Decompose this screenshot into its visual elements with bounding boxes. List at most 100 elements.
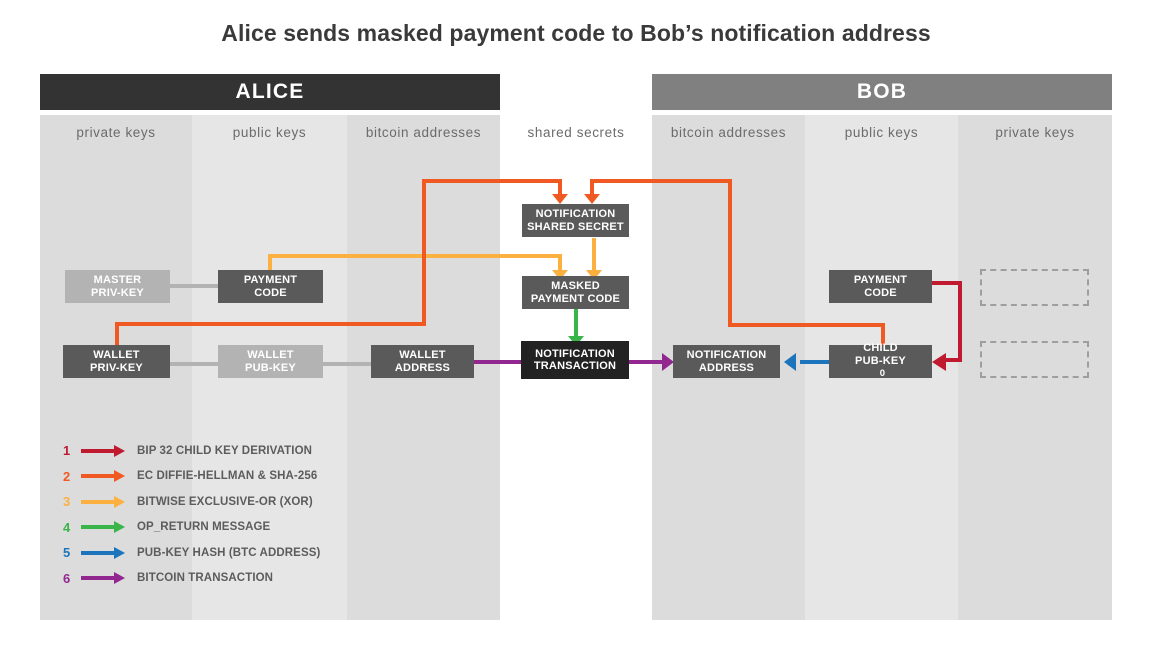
column-header-alice-bitcoin-addresses: bitcoin addresses xyxy=(365,125,482,140)
btctx-notification-tx-to-address-run xyxy=(629,360,665,364)
node-child-pub-key-line1: CHILD xyxy=(863,342,898,355)
edh-bob-drop xyxy=(590,179,594,196)
node-notification-shared-secret[interactable]: NOTIFICATION SHARED SECRET xyxy=(522,204,629,237)
pubkeyhash-arrowhead xyxy=(784,353,796,371)
legend-number-1: 1 xyxy=(63,443,71,459)
column-header-bob-public-keys: public keys xyxy=(844,125,919,140)
legend-arrow-pubkeyhash-icon xyxy=(81,546,129,559)
xor-shared-secret-arrowhead xyxy=(586,270,602,280)
column-header-alice-private-keys: private keys xyxy=(76,125,156,140)
xor-payment-code-riser xyxy=(268,254,272,270)
legend-label-4: OP_RETURN MESSAGE xyxy=(137,521,271,534)
xor-payment-code-run xyxy=(268,254,562,258)
edh-alice-run xyxy=(115,322,426,326)
column-header-shared-secrets: shared secrets xyxy=(527,125,625,140)
page-title: Alice sends masked payment code to Bob’s… xyxy=(221,20,931,46)
node-notification-transaction[interactable]: NOTIFICATION TRANSACTION xyxy=(521,341,629,379)
legend-label-3: BITWISE EXCLUSIVE-OR (XOR) xyxy=(137,495,313,508)
legend-row-pubkeyhash: 5 PUB-KEY HASH (BTC ADDRESS) xyxy=(63,540,320,566)
legend-arrow-bitcointx-icon xyxy=(81,572,129,585)
node-wallet-pub-key-line2: PUB-KEY xyxy=(245,361,296,374)
node-alice-payment-code-line2: CODE xyxy=(254,286,287,299)
node-wallet-priv-key-line1: WALLET xyxy=(93,349,140,361)
node-master-priv-key-line2: PRIV-KEY xyxy=(91,286,144,299)
xor-payment-code-drop xyxy=(558,254,562,272)
node-masked-payment-code[interactable]: MASKED PAYMENT CODE xyxy=(522,276,629,309)
edh-bob-riser xyxy=(881,323,885,346)
node-notification-address[interactable]: NOTIFICATION ADDRESS xyxy=(673,345,780,378)
legend-number-2: 2 xyxy=(63,468,71,484)
node-alice-payment-code-line1: PAYMENT xyxy=(243,274,298,286)
node-wallet-priv-key[interactable]: WALLET PRIV-KEY xyxy=(63,345,170,378)
node-ghost-priv-key-top xyxy=(980,269,1089,306)
node-masked-payment-code-line1: MASKED xyxy=(551,280,600,292)
node-notification-address-line1: NOTIFICATION xyxy=(686,349,767,361)
column-band-bob-private-keys xyxy=(958,115,1112,620)
edh-alice-drop xyxy=(558,179,562,196)
node-wallet-priv-key-line2: PRIV-KEY xyxy=(90,361,143,374)
legend: 1 BIP 32 CHILD KEY DERIVATION 2 EC DIFFI… xyxy=(63,438,320,591)
legend-label-1: BIP 32 CHILD KEY DERIVATION xyxy=(137,444,313,457)
node-wallet-pub-key[interactable]: WALLET PUB-KEY xyxy=(218,345,323,378)
opreturn-drop xyxy=(574,308,578,338)
node-wallet-pub-key-line1: WALLET xyxy=(247,349,294,361)
legend-arrow-ecdh-icon xyxy=(81,470,129,483)
node-bob-payment-code-line2: CODE xyxy=(864,286,897,299)
node-master-priv-key[interactable]: MASTER PRIV-KEY xyxy=(65,270,170,303)
legend-row-opreturn: 4 OP_RETURN MESSAGE xyxy=(63,515,320,541)
legend-arrow-bip32-icon xyxy=(81,444,129,457)
node-notification-transaction-line1: NOTIFICATION xyxy=(535,347,615,360)
node-bob-payment-code-line1: PAYMENT xyxy=(853,274,908,286)
edh-alice-arrowhead xyxy=(552,194,568,204)
party-banner-alice: ALICE xyxy=(40,74,500,110)
node-child-pub-key-index: 0 xyxy=(879,368,886,380)
column-header-alice-public-keys: public keys xyxy=(232,125,307,140)
legend-label-5: PUB-KEY HASH (BTC ADDRESS) xyxy=(137,546,321,559)
node-master-priv-key-line1: MASTER xyxy=(93,274,142,286)
node-bob-payment-code[interactable]: PAYMENT CODE xyxy=(829,270,932,303)
legend-row-bip32: 1 BIP 32 CHILD KEY DERIVATION xyxy=(63,438,320,464)
edh-alice-column xyxy=(422,179,426,326)
xor-payment-code-arrowhead xyxy=(552,270,568,280)
edh-bob-arrowhead xyxy=(584,194,600,204)
party-banner-bob: BOB xyxy=(652,74,1112,110)
bip32-column xyxy=(958,281,962,362)
legend-number-3: 3 xyxy=(63,494,71,510)
bip32-bottom-run xyxy=(946,358,962,362)
node-wallet-address-line2: ADDRESS xyxy=(394,361,451,374)
edh-alice-riser xyxy=(115,322,119,346)
legend-arrow-opreturn-icon xyxy=(81,521,129,534)
legend-number-4: 4 xyxy=(63,519,71,535)
node-alice-payment-code[interactable]: PAYMENT CODE xyxy=(218,270,323,303)
node-masked-payment-code-line2: PAYMENT CODE xyxy=(530,292,621,305)
column-header-bob-bitcoin-addresses: bitcoin addresses xyxy=(670,125,787,140)
legend-row-ecdh: 2 EC DIFFIE-HELLMAN & SHA-256 xyxy=(63,464,320,490)
node-wallet-address-line1: WALLET xyxy=(399,349,446,361)
legend-label-6: BITCOIN TRANSACTION xyxy=(137,572,274,585)
pubkeyhash-run xyxy=(800,360,832,364)
link-wallet-pub-to-wallet-address xyxy=(323,362,373,366)
node-notification-shared-secret-line1: NOTIFICATION xyxy=(535,208,616,220)
xor-shared-secret-drop xyxy=(592,238,596,272)
bip32-top-run xyxy=(932,281,962,285)
legend-number-5: 5 xyxy=(63,545,71,561)
node-notification-transaction-line2: TRANSACTION xyxy=(533,360,617,372)
legend-arrow-xor-icon xyxy=(81,495,129,508)
btctx-wallet-address-to-notification-tx xyxy=(474,360,522,364)
column-header-bob-private-keys: private keys xyxy=(995,125,1075,140)
btctx-arrowhead xyxy=(662,353,674,371)
legend-number-6: 6 xyxy=(63,570,71,586)
node-notification-address-line2: ADDRESS xyxy=(698,361,755,374)
legend-label-2: EC DIFFIE-HELLMAN & SHA-256 xyxy=(137,470,318,483)
edh-alice-top-run xyxy=(422,179,562,183)
legend-row-bitcointx: 6 BITCOIN TRANSACTION xyxy=(63,566,320,592)
edh-bob-column xyxy=(728,179,732,327)
node-child-pub-key-label: PUB-KEY xyxy=(855,354,906,367)
node-notification-shared-secret-line2: SHARED SECRET xyxy=(527,220,624,233)
legend-row-xor: 3 BITWISE EXCLUSIVE-OR (XOR) xyxy=(63,489,320,515)
node-wallet-address[interactable]: WALLET ADDRESS xyxy=(371,345,474,378)
edh-bob-run xyxy=(728,323,885,327)
edh-bob-top-run xyxy=(590,179,732,183)
